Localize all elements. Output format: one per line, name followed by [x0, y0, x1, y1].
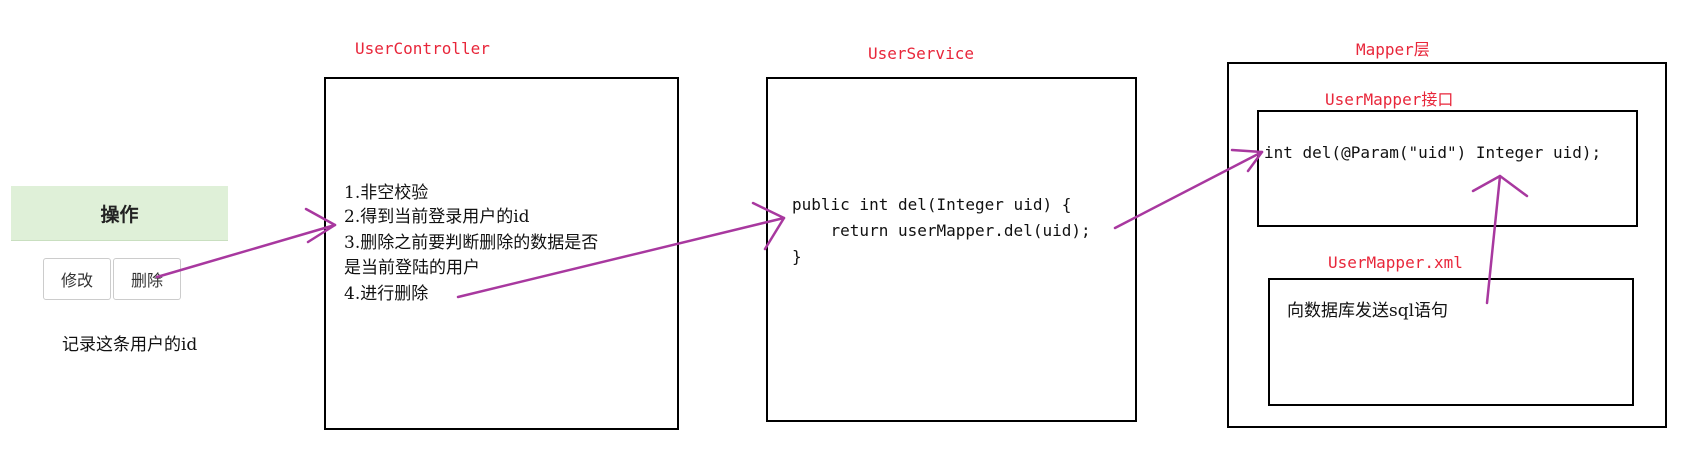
arrow-service-to-mapper — [1113, 150, 1264, 230]
arrowhead-interface — [1471, 174, 1529, 198]
service-title: UserService — [868, 44, 974, 63]
arrow-xml-to-interface — [1485, 174, 1502, 305]
arrow-controller-to-service — [456, 216, 786, 299]
mapper-xml-title: UserMapper.xml — [1328, 253, 1463, 272]
delete-button[interactable]: 删除 — [113, 258, 181, 300]
controller-title: UserController — [355, 39, 490, 58]
arrowhead-controller — [304, 207, 337, 244]
controller-step-2: 2.得到当前登录用户的id — [344, 207, 530, 227]
mapper-xml-box — [1268, 278, 1634, 406]
mapper-interface-title: UserMapper接口 — [1325, 90, 1454, 109]
service-code-line-3: } — [792, 247, 802, 266]
mapper-interface-code: int del(@Param("uid") Integer uid); — [1264, 143, 1602, 162]
arrow-delete-to-controller — [155, 223, 337, 279]
service-code-line-2: return userMapper.del(uid); — [792, 221, 1091, 240]
edit-button[interactable]: 修改 — [43, 258, 111, 300]
controller-step-3-cont: 是当前登陆的用户 — [344, 258, 480, 278]
mapper-layer-box — [1227, 62, 1667, 428]
controller-step-4: 4.进行删除 — [344, 284, 429, 304]
mapper-layer-title: Mapper层 — [1356, 40, 1430, 59]
service-box — [766, 77, 1137, 422]
arrowhead-mapper — [1230, 148, 1264, 173]
mapper-xml-text: 向数据库发送sql语句 — [1287, 301, 1449, 321]
mapper-interface-box — [1257, 110, 1638, 227]
controller-step-1: 1.非空校验 — [344, 183, 429, 203]
operation-column-header: 操作 — [11, 186, 228, 241]
record-user-id-note: 记录这条用户的id — [62, 335, 198, 355]
arrowhead-service — [751, 201, 786, 251]
service-code-line-1: public int del(Integer uid) { — [792, 195, 1072, 214]
controller-step-3: 3.删除之前要判断删除的数据是否 — [344, 233, 599, 253]
controller-box — [324, 77, 679, 430]
